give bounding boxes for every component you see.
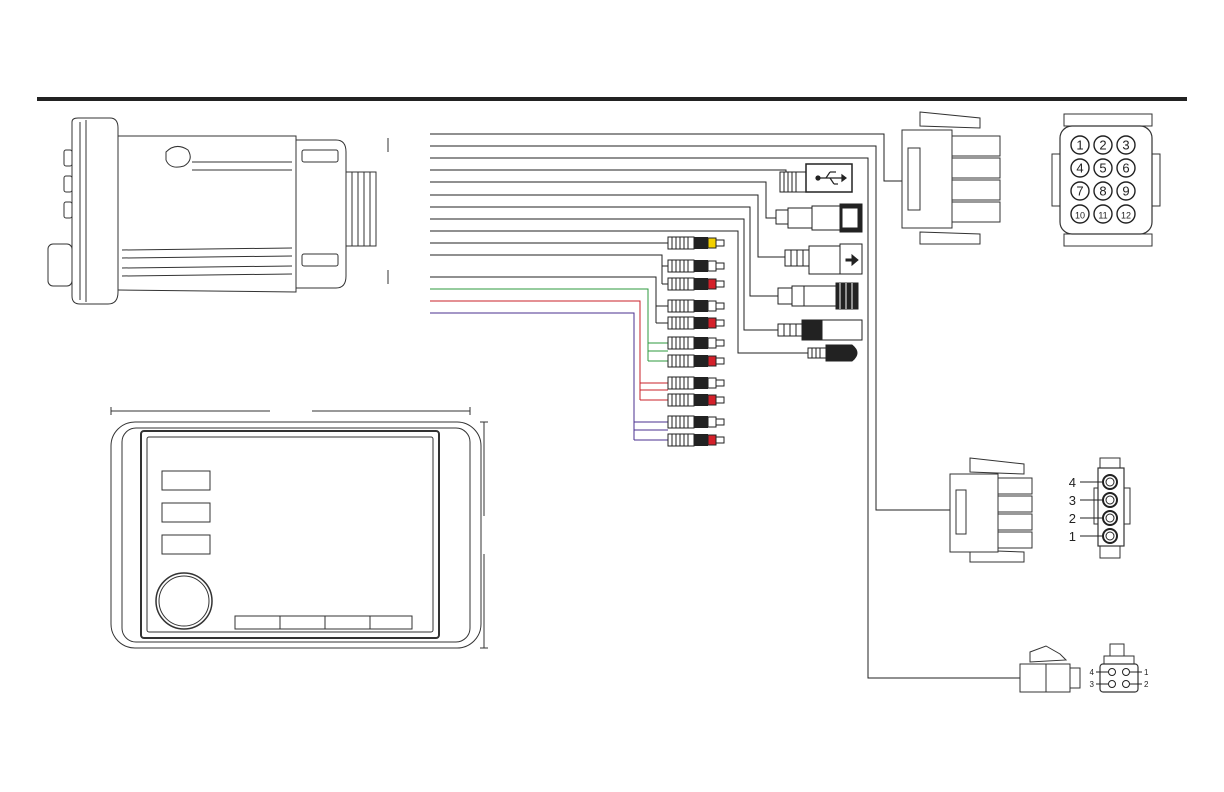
rca-plug bbox=[668, 300, 724, 312]
pin-label: 1 bbox=[1144, 668, 1149, 677]
wire-remote bbox=[430, 207, 778, 296]
pin-label: 4 bbox=[1076, 161, 1083, 176]
pin-4: 4 bbox=[1069, 475, 1117, 490]
rca-plug bbox=[668, 317, 724, 329]
small-connector-face: 4 1 3 2 bbox=[1090, 644, 1149, 692]
unit-front-view bbox=[111, 407, 488, 648]
pin-7: 7 bbox=[1071, 182, 1089, 200]
pin-label: 3 bbox=[1122, 138, 1129, 153]
unit-side-view bbox=[48, 118, 388, 304]
pin-label: 1 bbox=[1069, 529, 1076, 544]
pin-label: 7 bbox=[1076, 184, 1083, 199]
pin-3: 3 bbox=[1117, 136, 1135, 154]
pin-5: 5 bbox=[1094, 159, 1112, 177]
pin-label: 4 bbox=[1069, 475, 1076, 490]
pin-2: 2 bbox=[1069, 511, 1117, 526]
wire-green bbox=[430, 289, 668, 351]
rca-plug bbox=[668, 337, 724, 349]
pin-label: 3 bbox=[1090, 680, 1095, 689]
pin-10: 10 bbox=[1071, 205, 1089, 223]
front-button-2[interactable] bbox=[162, 503, 210, 522]
small-connector-side bbox=[1020, 646, 1080, 692]
header-rule bbox=[37, 97, 1187, 101]
wire-red bbox=[430, 301, 668, 390]
pin-label: 2 bbox=[1099, 138, 1106, 153]
pin-8: 8 bbox=[1094, 182, 1112, 200]
pin-label: 2 bbox=[1144, 680, 1149, 689]
pin-label: 5 bbox=[1099, 161, 1106, 176]
pin-label: 1 bbox=[1076, 138, 1083, 153]
wire-aux bbox=[430, 182, 776, 218]
preset-button-4[interactable] bbox=[370, 616, 412, 629]
wire-mic bbox=[430, 231, 808, 353]
rca-plug bbox=[668, 394, 724, 406]
four-pin-connector-side bbox=[950, 458, 1032, 562]
rca-plug bbox=[668, 416, 724, 428]
power-plug bbox=[778, 320, 862, 340]
preset-button-3[interactable] bbox=[325, 616, 370, 629]
rca-plug bbox=[668, 377, 724, 389]
pin-4: 4 bbox=[1071, 159, 1089, 177]
rca-plug bbox=[668, 237, 724, 249]
rca-plug bbox=[668, 434, 724, 446]
pin-label: 8 bbox=[1099, 184, 1106, 199]
pin-6: 6 bbox=[1117, 159, 1135, 177]
antenna-plug bbox=[785, 244, 862, 274]
aux-plug bbox=[776, 204, 862, 232]
remote-plug bbox=[778, 283, 858, 309]
main-connector-side bbox=[902, 112, 1000, 244]
four-pin-connector-face: 4 3 2 1 bbox=[1069, 458, 1130, 558]
pin-3: 3 bbox=[1069, 493, 1117, 508]
front-button-1[interactable] bbox=[162, 471, 210, 490]
pin-label: 4 bbox=[1090, 668, 1095, 677]
pin-2: 2 bbox=[1094, 136, 1112, 154]
rca-plugs bbox=[668, 237, 724, 446]
wire-antenna bbox=[430, 195, 785, 257]
wire-rca-pair-1 bbox=[430, 255, 668, 266]
front-button-3[interactable] bbox=[162, 535, 210, 554]
preset-button-1[interactable] bbox=[235, 616, 280, 629]
mic-plug bbox=[808, 345, 857, 361]
pin-1: 1 bbox=[1071, 136, 1089, 154]
wire-rca-pair-2 bbox=[430, 277, 668, 306]
rotary-knob[interactable] bbox=[156, 573, 212, 629]
rca-plug bbox=[668, 278, 724, 290]
pin-12: 12 bbox=[1117, 205, 1135, 223]
preset-button-2[interactable] bbox=[280, 616, 325, 629]
pin-label: 12 bbox=[1121, 211, 1131, 221]
pin-label: 10 bbox=[1075, 211, 1085, 221]
pin-label: 6 bbox=[1122, 161, 1129, 176]
pin-1: 1 bbox=[1069, 529, 1117, 544]
wire-purple bbox=[430, 313, 668, 430]
usb-plug bbox=[780, 164, 852, 192]
pin-9: 9 bbox=[1117, 182, 1135, 200]
pin-11: 11 bbox=[1094, 205, 1112, 223]
wire-usb bbox=[430, 170, 800, 181]
pin-label: 9 bbox=[1122, 184, 1129, 199]
rca-plug bbox=[668, 260, 724, 272]
rca-plug bbox=[668, 355, 724, 367]
pin-label: 3 bbox=[1069, 493, 1076, 508]
pin-label: 11 bbox=[1098, 211, 1107, 221]
pin-label: 2 bbox=[1069, 511, 1076, 526]
